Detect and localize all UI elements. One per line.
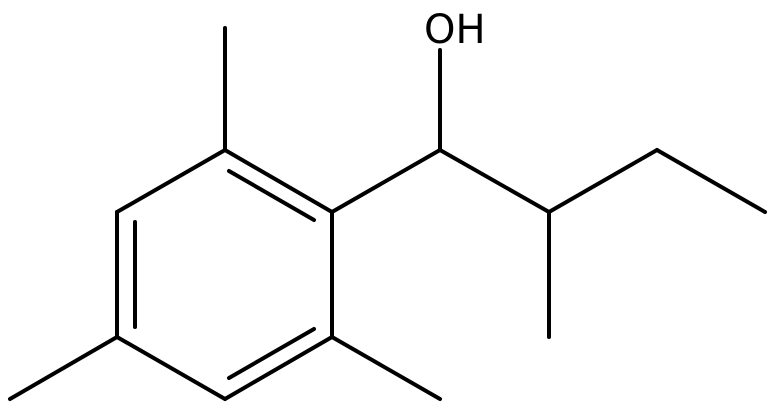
- carbinol-to-ch-bond: [438, 148, 551, 214]
- ch-to-ch2-bond: [547, 148, 659, 214]
- ring-to-carbinol-bond: [330, 148, 442, 214]
- ch2-to-ch3-bond: [655, 148, 767, 214]
- ring-inner-double-bond: [227, 327, 316, 380]
- mesityl-ring: [115, 148, 334, 401]
- methyl-bond-left: [8, 335, 119, 401]
- hydroxyl-label: OH: [424, 7, 486, 53]
- ring-inner-double-bond: [227, 169, 316, 222]
- methyl-bond-bottom: [330, 335, 442, 401]
- ring-bond: [115, 335, 227, 401]
- ring-bond: [223, 335, 334, 401]
- ring-bond: [223, 148, 334, 214]
- ring-bond: [115, 148, 227, 214]
